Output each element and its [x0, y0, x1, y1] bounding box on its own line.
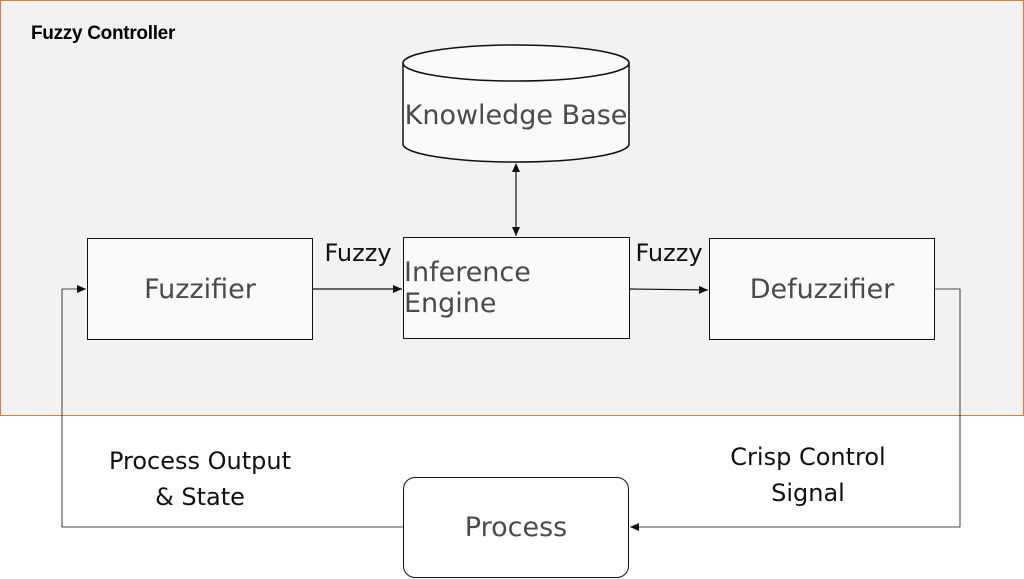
feedback-arrow [61, 285, 403, 528]
inference-engine-block: Inference Engine [403, 237, 630, 339]
crisp-control-line1: Crisp Control [730, 443, 886, 471]
fuzzy-label-right: Fuzzy [635, 239, 703, 267]
fuzzy-controller-title: Fuzzy Controller [31, 23, 176, 44]
fuzzy-label-left: Fuzzy [324, 239, 392, 267]
fuzzifier-label: Fuzzifier [144, 273, 256, 305]
knowledge-base-label: Knowledge Base [405, 100, 628, 131]
knowledge-base-cylinder: Knowledge Base [402, 44, 630, 163]
process-output-line1: Process Output [108, 447, 292, 475]
process-output-label: Process Output & State [100, 443, 300, 515]
defuzzifier-block: Defuzzifier [709, 238, 935, 340]
inference-engine-label: Inference Engine [404, 257, 531, 319]
process-output-line2: & State [155, 483, 245, 511]
fuzzifier-block: Fuzzifier [87, 238, 313, 340]
process-label: Process [464, 512, 568, 543]
crisp-signal-arrow [630, 288, 961, 531]
process-block: Process [403, 477, 629, 578]
defuzzifier-label: Defuzzifier [749, 273, 895, 305]
crisp-control-line2: Signal [771, 479, 845, 507]
inference-to-defuzzifier-arrow [629, 285, 709, 294]
crisp-control-label: Crisp Control Signal [708, 439, 908, 511]
